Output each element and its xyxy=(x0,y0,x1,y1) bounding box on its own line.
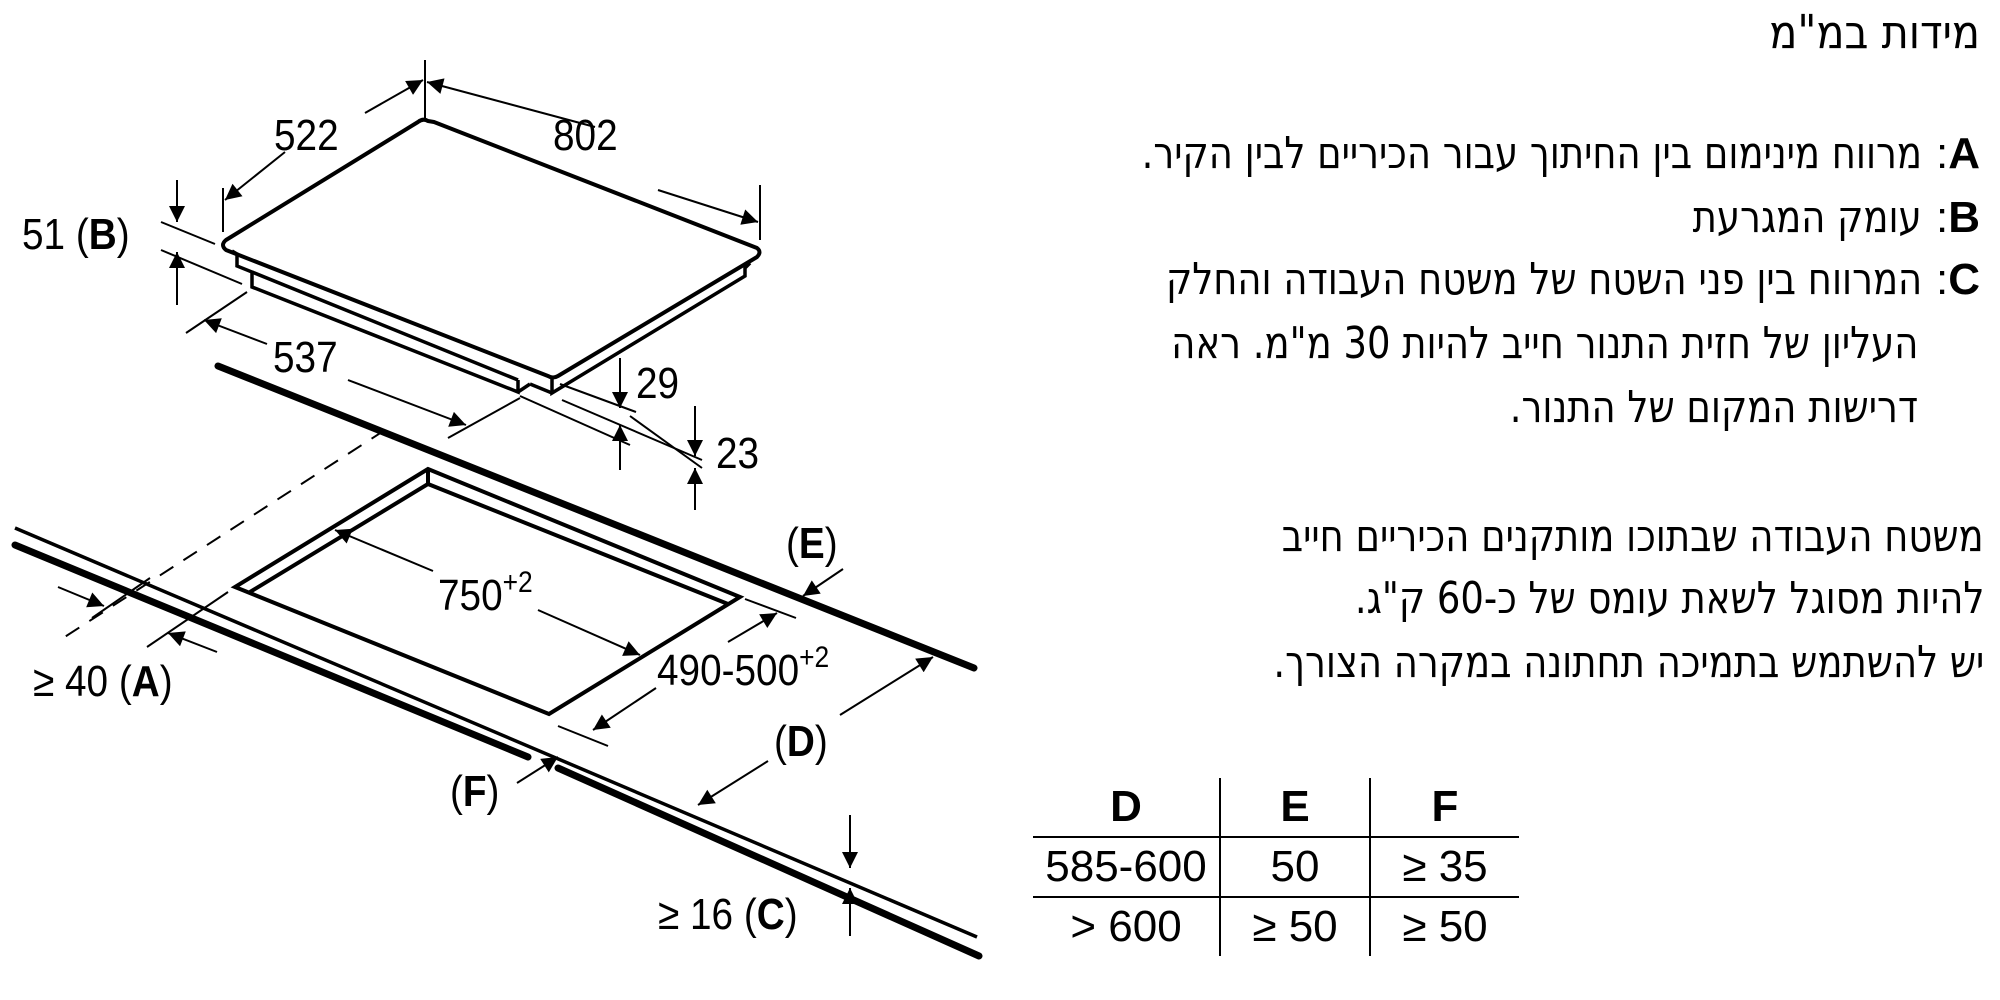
cutout-outline xyxy=(230,466,745,717)
label-29: 29 xyxy=(636,359,680,408)
label-537: 537 xyxy=(273,333,338,382)
page-title: מידות במ"מ xyxy=(1769,5,1980,59)
table-cell: 50 xyxy=(1220,836,1371,897)
note-line-2: להיות מסוגל לשאת עומס של כ-60 ק"ג. xyxy=(1354,573,1984,624)
dim-51-B xyxy=(160,180,243,305)
clearance-table: D E F 585-600 50 ≥ 35 > 600 ≥ 50 ≥ 50 xyxy=(1033,778,1519,956)
dim-F xyxy=(516,756,559,784)
definition-text-A: מרווח מינימום בין החיתוך עבור הכיריים לב… xyxy=(1141,128,1922,179)
countertop-front-edge-bottom xyxy=(11,541,983,960)
definition-C: :C המרווח בין פני השטח של משטח העבודה והח… xyxy=(1022,254,1980,306)
table-row: > 600 ≥ 50 ≥ 50 xyxy=(1033,896,1519,956)
label-D: (D) xyxy=(774,717,828,766)
dim-802 xyxy=(424,60,761,240)
label-C-value: ≥ 16 xyxy=(658,890,734,939)
table-header-F: F xyxy=(1431,782,1459,831)
label-522: 522 xyxy=(274,111,339,160)
label-A: ≥ 40 (A) xyxy=(33,657,173,706)
hob-installation-diagram xyxy=(11,60,983,960)
table-row: 585-600 50 ≥ 35 xyxy=(1033,836,1519,897)
table-header-E: E xyxy=(1220,778,1371,837)
table-cell: ≥ 35 xyxy=(1370,836,1519,897)
countertop-back-edge xyxy=(214,362,978,672)
label-F: (F) xyxy=(450,767,500,816)
table-cell: ≥ 50 xyxy=(1220,896,1371,956)
dim-490-500 xyxy=(557,598,797,747)
table-header-row: D E F xyxy=(1033,778,1519,837)
note-line-3: יש להשתמש בתמיכה תחתונה במקרה הצורך. xyxy=(1273,637,1984,688)
label-51-B: 51 (B) xyxy=(22,210,130,259)
label-490-500: 490-500+2 xyxy=(657,643,829,695)
label-802: 802 xyxy=(553,111,618,160)
note-line-1: משטח העבודה שבתוכו מותקנים הכיריים חייב xyxy=(1282,511,1984,562)
definition-text-B: עומק המגרעת xyxy=(1692,192,1922,243)
label-F-key: F xyxy=(462,767,487,816)
label-C: ≥ 16 (C) xyxy=(658,890,798,939)
definition-key-B: :B xyxy=(1935,193,1980,242)
definition-key-C: :C xyxy=(1935,255,1980,304)
table-cell: 585-600 xyxy=(1033,836,1221,897)
label-490-500-tolerance: +2 xyxy=(799,641,830,674)
label-750-value: 750 xyxy=(438,571,503,620)
label-23: 23 xyxy=(716,429,760,478)
label-D-key: D xyxy=(786,717,815,766)
table-header-D: D xyxy=(1033,778,1221,837)
label-750: 750+2 xyxy=(438,568,533,620)
label-490-500-value: 490-500 xyxy=(657,646,800,695)
label-C-key: C xyxy=(756,890,785,939)
dim-537 xyxy=(185,291,521,439)
definition-key-A: :A xyxy=(1935,129,1980,178)
dim-A xyxy=(57,577,229,653)
dim-750 xyxy=(334,528,641,656)
label-E-key: E xyxy=(798,519,825,568)
wall-dashed-line xyxy=(59,429,386,641)
countertop-front-edge-top xyxy=(14,526,978,939)
label-750-tolerance: +2 xyxy=(502,566,533,599)
dim-E xyxy=(802,568,844,597)
label-A-key: A xyxy=(131,657,160,706)
label-E: (E) xyxy=(786,519,838,568)
definition-B: :B עומק המגרעת xyxy=(1649,192,1980,244)
dim-29-23 xyxy=(519,358,703,510)
label-B-key: B xyxy=(88,210,117,259)
label-A-value: ≥ 40 xyxy=(33,657,109,706)
definition-text-C-line-2: העליון של חזית התנור חייב להיות 30 מ"מ. … xyxy=(1170,318,1918,369)
hob-outline xyxy=(221,117,762,380)
table-cell: > 600 xyxy=(1033,896,1221,956)
dim-D xyxy=(697,656,934,806)
hob-body xyxy=(231,249,752,397)
label-51-value: 51 xyxy=(22,210,66,259)
definition-text-C-line-3: דרישות המקום של התנור. xyxy=(1509,382,1918,433)
definition-A: :A מרווח מינימום בין החיתוך עבור הכיריים … xyxy=(993,128,1980,180)
table-cell: ≥ 50 xyxy=(1370,896,1519,956)
definition-text-C-line-1: המרווח בין פני השטח של משטח העבודה והחלק xyxy=(1165,254,1922,305)
